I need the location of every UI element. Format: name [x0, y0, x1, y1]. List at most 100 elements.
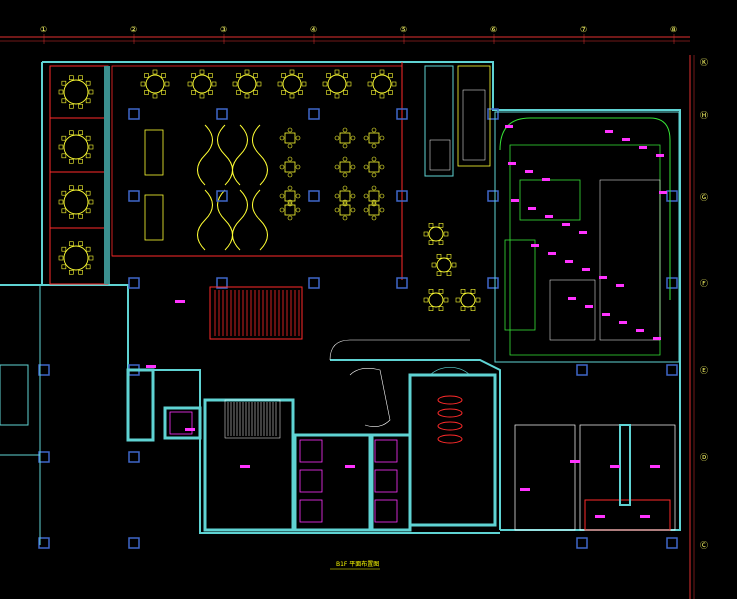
- right-axis: [689, 55, 695, 599]
- annotation-tag: [650, 465, 660, 468]
- chair: [436, 271, 442, 276]
- chair: [342, 172, 348, 178]
- equipment-tag: [619, 321, 627, 324]
- annotation-tag: [520, 488, 530, 491]
- equipment-tag: [568, 297, 576, 300]
- chair: [334, 135, 340, 141]
- top-axis: [0, 36, 690, 42]
- annotation-tag: [185, 428, 195, 431]
- chair: [253, 90, 258, 95]
- column: [128, 190, 140, 202]
- chair: [232, 81, 238, 87]
- chair: [289, 69, 295, 75]
- chair: [199, 69, 205, 75]
- chair: [342, 185, 348, 191]
- chair: [342, 199, 348, 205]
- chair: [277, 81, 283, 87]
- chair: [423, 297, 429, 303]
- round-table: [372, 74, 392, 94]
- chair: [334, 93, 340, 99]
- round-table: [63, 245, 89, 271]
- axis-label-top: ④: [310, 25, 317, 34]
- chair: [69, 185, 74, 191]
- column: [396, 108, 408, 120]
- axis-label-top: ③: [220, 25, 227, 34]
- column: [216, 108, 228, 120]
- bar-seat: [437, 421, 463, 431]
- column: [666, 277, 678, 289]
- annotation-tag: [175, 300, 185, 303]
- equipment-tag: [616, 284, 624, 287]
- booth: [232, 124, 248, 186]
- chair: [85, 80, 91, 86]
- chair: [144, 90, 149, 95]
- chair: [58, 89, 64, 95]
- stall: [374, 499, 398, 523]
- chair: [78, 103, 83, 109]
- chair: [88, 255, 94, 261]
- square-table: [339, 190, 351, 202]
- chair: [342, 215, 348, 221]
- column: [396, 190, 408, 202]
- column: [666, 190, 678, 202]
- axis-label-right: Ⓚ: [700, 58, 708, 67]
- booth: [252, 124, 268, 186]
- column: [128, 108, 140, 120]
- chair: [69, 158, 74, 164]
- round-table: [192, 74, 212, 94]
- column: [38, 451, 50, 463]
- square-table: [284, 204, 296, 216]
- chair: [152, 69, 158, 75]
- chair: [187, 81, 193, 87]
- chair: [371, 90, 376, 95]
- chair: [455, 297, 461, 303]
- axis-label-right: Ⓓ: [700, 453, 708, 462]
- chair: [208, 73, 213, 78]
- square-table: [368, 161, 380, 173]
- chair: [438, 306, 444, 311]
- column: [38, 537, 50, 549]
- chair: [287, 156, 293, 162]
- chair: [88, 144, 94, 150]
- column: [487, 190, 499, 202]
- chair: [446, 271, 452, 276]
- round-table: [460, 292, 476, 308]
- chair: [326, 90, 331, 95]
- column: [666, 537, 678, 549]
- stall: [299, 439, 323, 463]
- chair: [371, 156, 377, 162]
- main-dining-hall: [111, 62, 403, 280]
- chair: [295, 207, 301, 213]
- round-table: [63, 134, 89, 160]
- chair: [244, 93, 250, 99]
- chair: [61, 246, 67, 252]
- chair: [61, 264, 67, 270]
- equipment-tag: [528, 207, 536, 210]
- round-table: [282, 74, 302, 94]
- square-table: [368, 204, 380, 216]
- equipment-tag: [602, 313, 610, 316]
- chair: [61, 135, 67, 141]
- booth: [217, 189, 233, 251]
- chair: [379, 69, 385, 75]
- round-table: [237, 74, 257, 94]
- chair: [161, 73, 166, 78]
- chair: [326, 73, 331, 78]
- chair: [438, 289, 444, 294]
- column: [487, 277, 499, 289]
- chair: [350, 207, 356, 213]
- chair: [253, 73, 258, 78]
- column: [128, 537, 140, 549]
- chair: [371, 201, 377, 207]
- axis-label-right: Ⓒ: [700, 541, 708, 550]
- column: [308, 277, 320, 289]
- chair: [295, 193, 301, 199]
- column: [128, 451, 140, 463]
- annotation-tag: [570, 460, 580, 463]
- booth: [217, 124, 233, 186]
- chair: [371, 143, 377, 149]
- chair: [88, 199, 94, 205]
- booth: [197, 124, 213, 186]
- round-table: [327, 74, 347, 94]
